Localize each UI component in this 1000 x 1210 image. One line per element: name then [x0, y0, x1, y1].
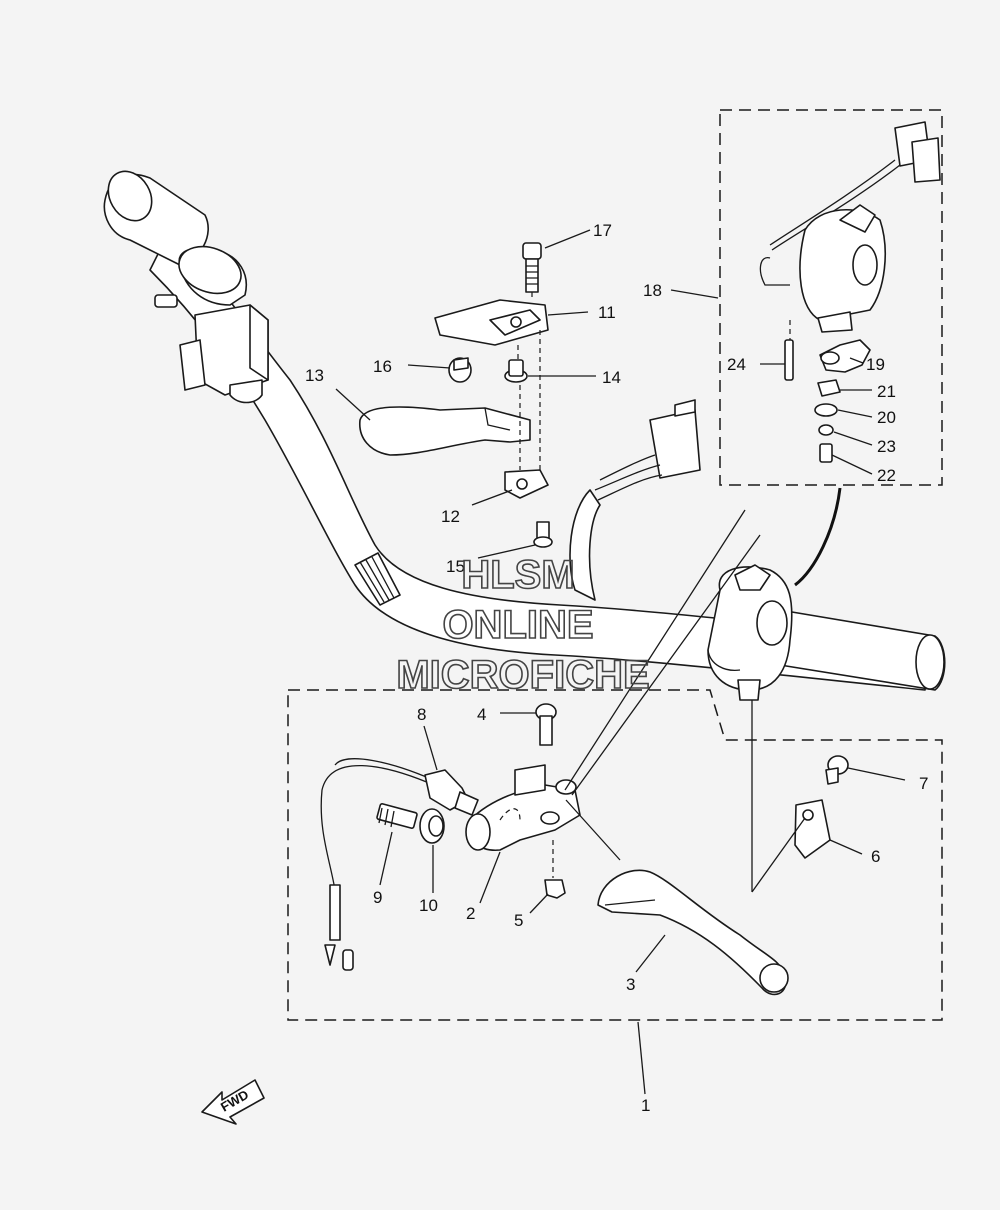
watermark-line-3: MICROFICHE — [396, 653, 649, 697]
callout-6: 6 — [871, 847, 880, 866]
part-19-clamp — [819, 339, 871, 373]
callout-8: 8 — [417, 705, 426, 724]
part-5-nut — [544, 879, 566, 899]
callout-16: 16 — [373, 357, 392, 376]
callout-2: 2 — [466, 904, 475, 923]
callout-9: 9 — [373, 888, 382, 907]
callout-14: 14 — [602, 368, 621, 387]
reference-line-c — [751, 817, 806, 893]
reference-line-e — [565, 799, 621, 861]
watermark: HLSM ONLINE MICROFICHE — [396, 552, 651, 698]
callout-5: 5 — [514, 911, 523, 930]
callout-12: 12 — [441, 507, 460, 526]
part-18-switch — [759, 121, 941, 333]
left-master-cylinder — [154, 245, 269, 404]
handlebar-switch-installed — [707, 564, 793, 701]
reference-line-b — [571, 534, 761, 796]
watermark-line-2: ONLINE — [442, 603, 593, 647]
switch-wire — [794, 487, 842, 587]
part-20-washer — [814, 403, 838, 417]
part-4-pivot-bolt — [535, 703, 557, 746]
reference-line-a — [564, 509, 746, 791]
left-grip — [103, 170, 209, 266]
fwd-arrow-icon: FWD — [201, 1079, 265, 1125]
assembly-guide-lines — [517, 292, 541, 470]
callout-11: 11 — [598, 303, 616, 322]
part-2-lever-holder — [465, 764, 581, 851]
callout-23: 23 — [877, 437, 896, 456]
part-16-cap — [448, 357, 472, 383]
wiring-coupler — [569, 399, 701, 601]
callout-18: 18 — [643, 281, 662, 300]
part-21-nut — [817, 379, 841, 397]
callout-20: 20 — [877, 408, 896, 427]
part-8-switch — [424, 769, 479, 816]
part-10-locknut — [419, 808, 445, 844]
callout-17: 17 — [593, 221, 612, 240]
part-7-bolt — [825, 755, 849, 785]
callout-24: 24 — [727, 355, 746, 374]
callout-4: 4 — [477, 705, 486, 724]
watermark-line-1: HLSM — [461, 553, 574, 597]
leader-lines — [335, 229, 906, 1095]
right-grip — [779, 609, 946, 691]
callout-7: 7 — [919, 774, 928, 793]
assembly-box-1 — [287, 689, 943, 1021]
callout-10: 10 — [419, 896, 438, 915]
part-3-lever — [597, 869, 789, 996]
part-24-screw — [784, 339, 794, 381]
callout-13: 13 — [305, 366, 324, 385]
callout-labels: 17 11 16 14 13 12 15 18 19 21 20 23 22 2… — [305, 221, 928, 1115]
callout-1: 1 — [641, 1096, 650, 1115]
callout-21: 21 — [877, 382, 896, 401]
part-17-bolt — [522, 242, 542, 293]
part-6-clamp — [794, 799, 831, 859]
callout-22: 22 — [877, 466, 896, 485]
part-14-bolt — [504, 359, 528, 383]
callout-3: 3 — [626, 975, 635, 994]
part-13-lever-guard — [359, 406, 531, 456]
assembly-box-18 — [719, 109, 943, 486]
part-9-adjuster — [376, 803, 418, 829]
part-22-screw — [819, 443, 833, 463]
part-12-plate — [504, 469, 549, 499]
bar-knurl — [354, 552, 401, 606]
callout-19: 19 — [866, 355, 885, 374]
clutch-cable — [320, 758, 446, 971]
part-15-bolt — [533, 521, 553, 548]
part-23-lockwasher — [818, 424, 834, 436]
part-11-bracket — [434, 299, 549, 346]
callout-15: 15 — [446, 557, 465, 576]
